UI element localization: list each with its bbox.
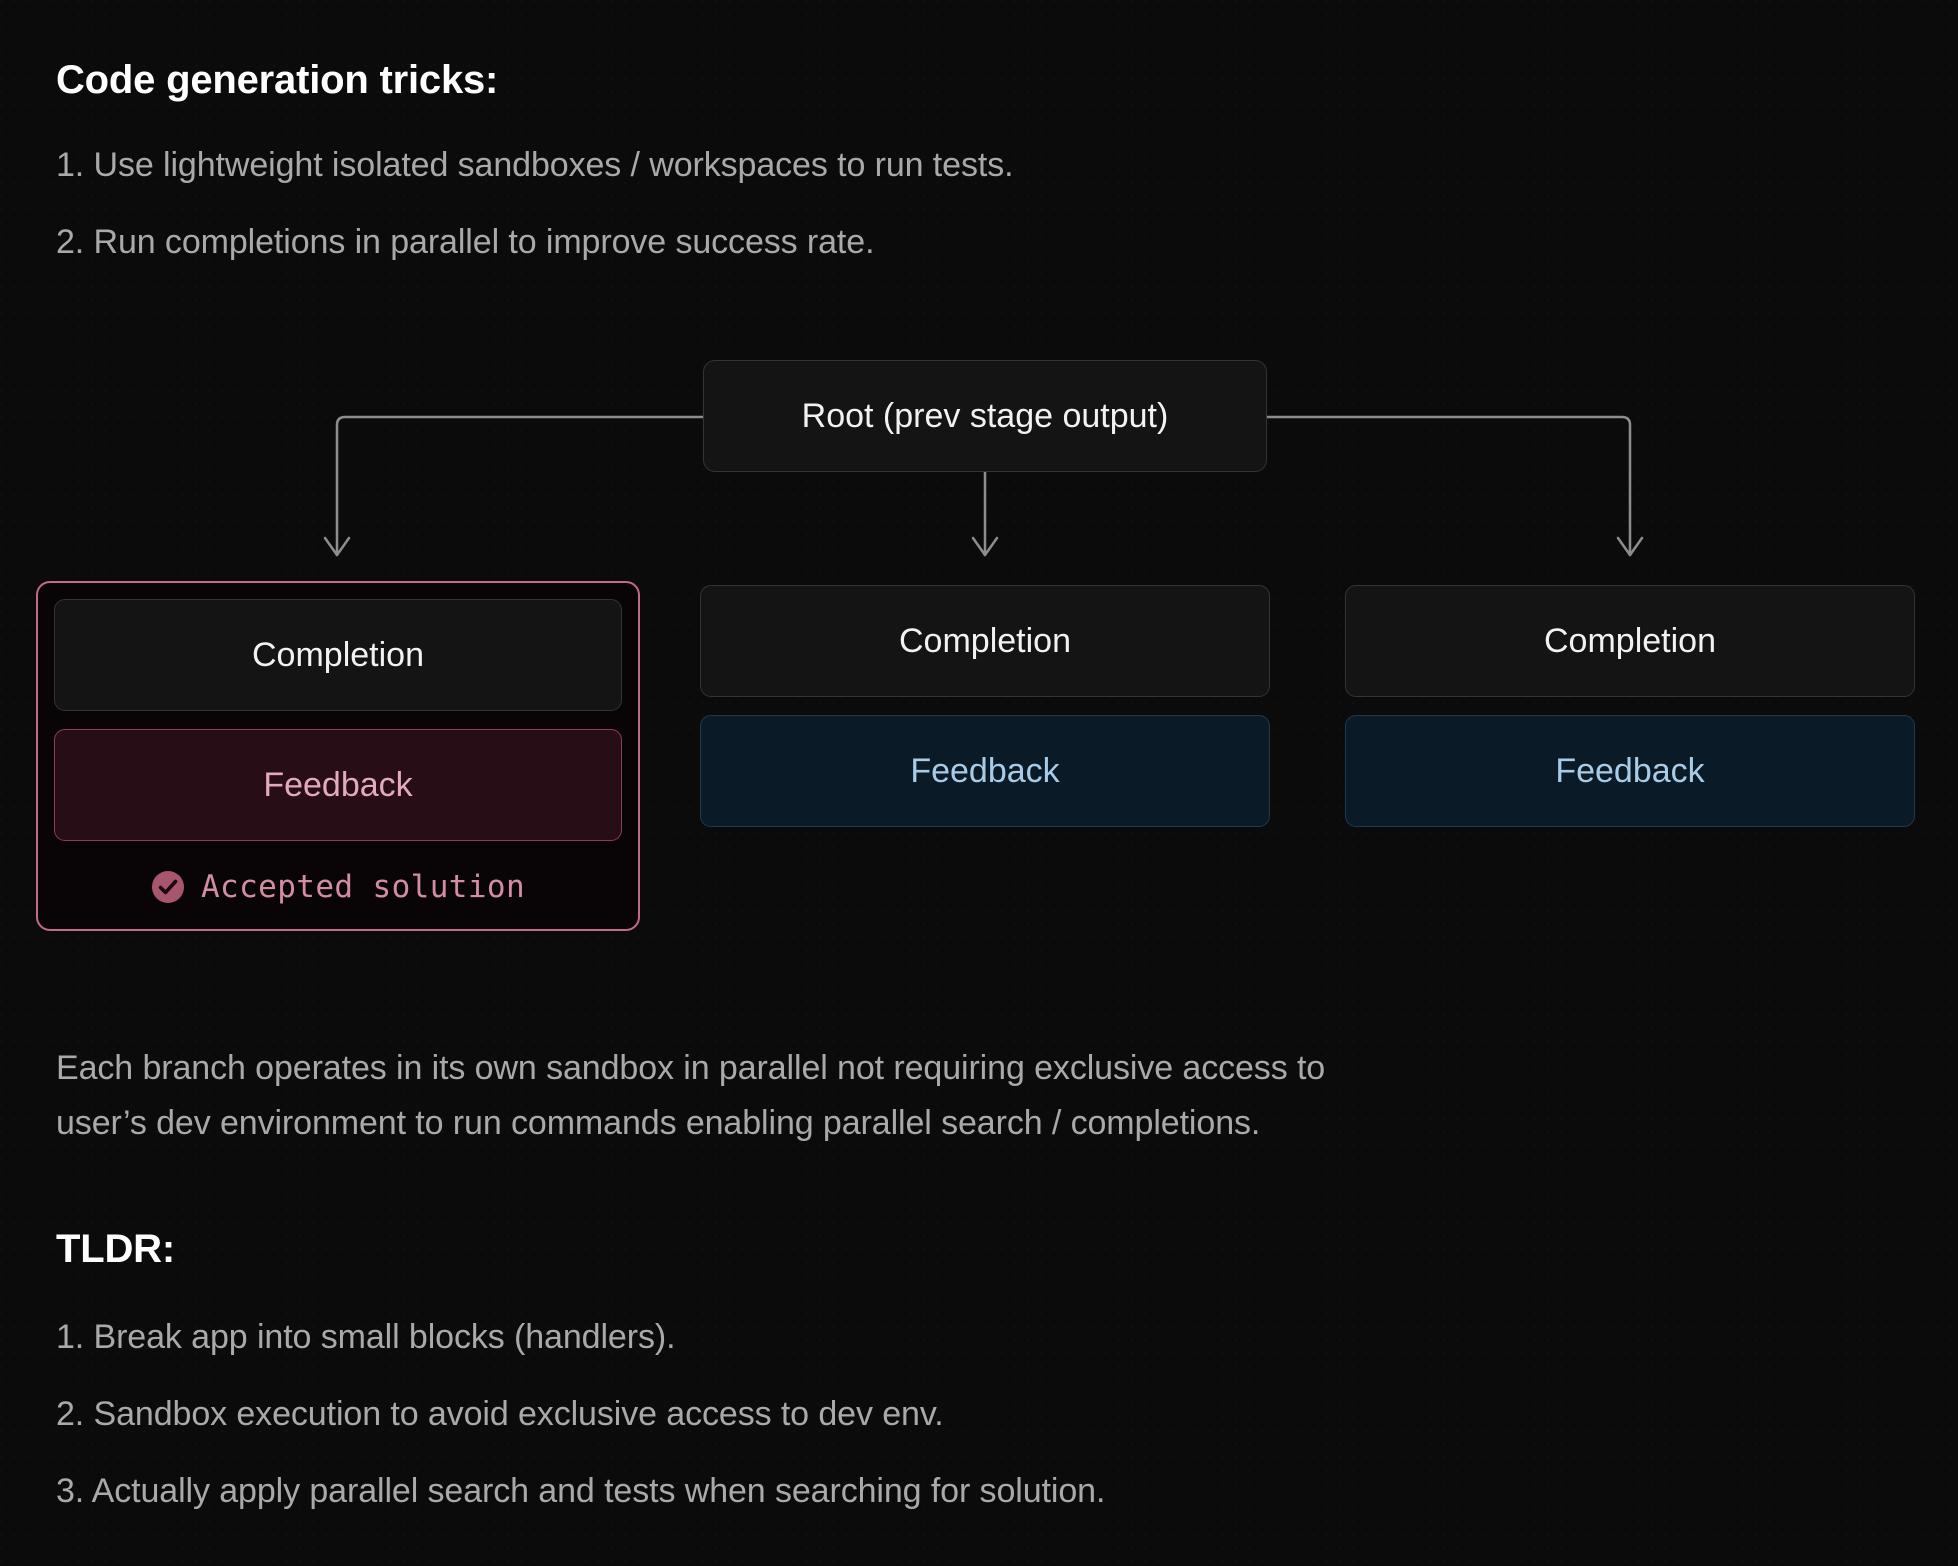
branch-2-completion-node[interactable]: Completion [700, 585, 1270, 697]
branch-1-completion-node[interactable]: Completion [54, 599, 622, 711]
branch-1-feedback-node[interactable]: Feedback [54, 729, 622, 841]
sandbox-note-line-1: Each branch operates in its own sandbox … [56, 1049, 1326, 1087]
branch-3[interactable]: Completion Feedback [1345, 585, 1915, 827]
branch-3-feedback-node[interactable]: Feedback [1345, 715, 1915, 827]
check-circle-icon [151, 871, 184, 903]
accepted-solution-label: Accepted solution [200, 869, 526, 905]
tricks-list-item-1: 1. Use lightweight isolated sandboxes / … [56, 146, 1014, 184]
parallel-completion-diagram: Root (prev stage output) Completion Feed… [0, 340, 1958, 1020]
tricks-list-item-2: 2. Run completions in parallel to improv… [56, 223, 875, 261]
branch-2-feedback-node[interactable]: Feedback [700, 715, 1270, 827]
node-root[interactable]: Root (prev stage output) [703, 360, 1267, 472]
tldr-list-item-2: 2. Sandbox execution to avoid exclusive … [56, 1395, 944, 1433]
tldr-list-item-3: 3. Actually apply parallel search and te… [56, 1472, 1106, 1510]
tldr-list-item-1: 1. Break app into small blocks (handlers… [56, 1318, 676, 1356]
branch-1-selected[interactable]: Completion Feedback Accepted solution [36, 581, 640, 931]
branch-2[interactable]: Completion Feedback [700, 585, 1270, 827]
branch-1-status: Accepted solution [54, 869, 622, 905]
sandbox-note-line-2: user’s dev environment to run commands e… [56, 1104, 1261, 1142]
branch-3-completion-node[interactable]: Completion [1345, 585, 1915, 697]
section-title-tldr: TLDR: [56, 1227, 175, 1271]
page-title-code-generation-tricks: Code generation tricks: [56, 58, 499, 102]
